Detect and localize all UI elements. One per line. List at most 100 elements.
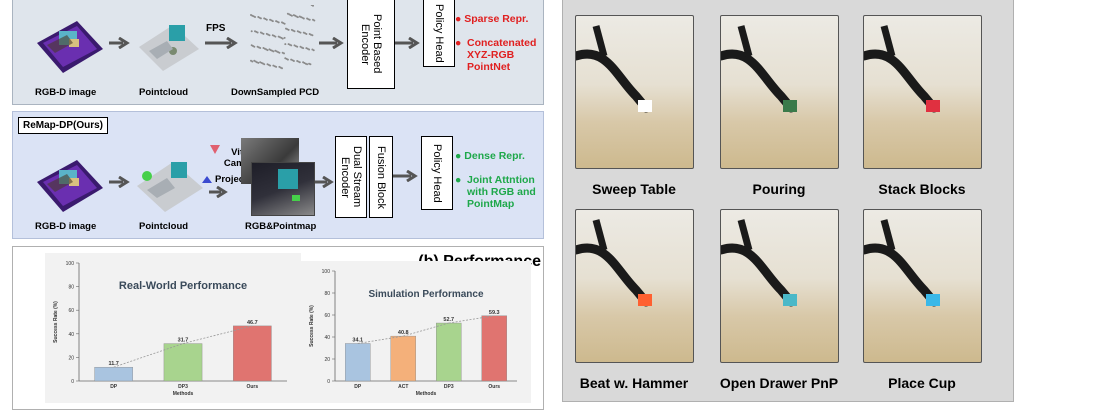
- bar: [345, 343, 371, 382]
- rgbd-image-thumbnail: [33, 9, 105, 79]
- x-axis-label: Methods: [416, 391, 437, 397]
- baseline-pipeline-panel: RGB-D image Pointcloud FPS DownSampled P…: [12, 0, 544, 105]
- trend-line: [357, 335, 404, 344]
- arrow-right-icon: [393, 170, 418, 182]
- x-tick-label: Ours: [246, 384, 258, 390]
- y-tick-label: 60: [68, 308, 74, 314]
- x-tick-label: DP: [110, 384, 118, 390]
- y-tick-label: 100: [66, 261, 75, 267]
- bar-value-label: 59.3: [489, 310, 500, 316]
- bar: [163, 343, 203, 382]
- x-tick-label: DP3: [444, 384, 454, 390]
- baseline-bullet-2: ●Concatenated XYZ-RGB PointNet: [455, 37, 537, 73]
- bar-value-label: 40.8: [398, 330, 409, 336]
- y-tick-label: 80: [68, 285, 74, 291]
- chart-title: Simulation Performance: [368, 289, 483, 300]
- y-tick-label: 80: [324, 291, 330, 297]
- dual-stream-encoder-block: Dual Stream Encoder: [335, 136, 367, 218]
- y-tick-label: 100: [322, 269, 331, 275]
- remap-pipeline-panel: ReMap-DP(Ours) RGB-D image Pointcloud Vi…: [12, 111, 544, 239]
- task-label: Pouring: [752, 181, 806, 197]
- dual-stream-encoder-label: Dual Stream Encoder: [339, 146, 363, 208]
- point-encoder-block: Point Based Encoder: [347, 0, 395, 89]
- downsampled-pcd-thumbnail: [245, 4, 321, 79]
- task-label: Sweep Table: [592, 181, 676, 197]
- y-tick-label: 20: [324, 357, 330, 363]
- robot-arm-icon: [721, 219, 797, 307]
- trend-line: [448, 315, 495, 324]
- y-tick-label: 0: [327, 379, 330, 385]
- arrow-right-icon: [319, 37, 344, 49]
- project-icon: [202, 176, 212, 183]
- camera-icon: [210, 145, 220, 154]
- y-tick-label: 60: [324, 313, 330, 319]
- fusion-block-label: Fusion Block: [375, 145, 387, 209]
- bar: [390, 335, 416, 382]
- bar-value-label: 46.7: [247, 320, 258, 326]
- ours-bullet-2: ●Joint Attntion with RGB and PointMap: [455, 174, 536, 210]
- arrow-right-icon: [315, 176, 334, 188]
- fps-label: FPS: [206, 23, 226, 34]
- x-tick-label: Ours: [488, 384, 500, 390]
- robot-arm-icon: [576, 25, 652, 113]
- rgb-pointmap-stack: [241, 138, 317, 220]
- x-axis-label: Methods: [173, 391, 194, 397]
- pointcloud-thumbnail: [131, 146, 211, 218]
- bar-value-label: 11.7: [108, 361, 118, 367]
- y-tick-label: 40: [68, 332, 74, 338]
- remap-title-box: ReMap-DP(Ours): [18, 117, 109, 134]
- y-axis-label: Success Rate (%): [53, 301, 59, 343]
- y-axis-label: Success Rate (%): [309, 305, 315, 347]
- task-photo: [863, 15, 982, 169]
- y-tick-label: 20: [68, 355, 74, 361]
- chart-title: Real-World Performance: [119, 280, 247, 292]
- remap-title: ReMap-DP(Ours): [23, 120, 104, 131]
- ours-caption-pointcloud: Pointcloud: [139, 221, 189, 232]
- baseline-caption-rgbd: RGB-D image: [35, 87, 97, 98]
- ours-policy-label: Policy Head: [431, 143, 443, 203]
- baseline-bullet-1: ● Sparse Repr.: [455, 13, 529, 25]
- baseline-caption-pointcloud: Pointcloud: [139, 87, 189, 98]
- x-tick-label: ACT: [398, 384, 408, 390]
- task-photo: [720, 209, 839, 363]
- task-label: Place Cup: [888, 375, 956, 391]
- robot-arm-icon: [721, 25, 797, 113]
- baseline-policy-head: Policy Head: [423, 0, 455, 67]
- bar: [94, 366, 133, 382]
- task-photo: [863, 209, 982, 363]
- y-tick-label: 0: [71, 379, 74, 385]
- bar: [233, 325, 272, 382]
- arrow-right-icon: [109, 37, 130, 49]
- arrow-right-icon: [109, 176, 130, 188]
- ours-policy-head: Policy Head: [421, 136, 453, 210]
- trend-line: [403, 322, 449, 337]
- arrow-right-icon: [205, 37, 238, 49]
- baseline-caption-downsampled: DownSampled PCD: [231, 87, 320, 98]
- task-label: Stack Blocks: [878, 181, 966, 197]
- pointcloud-thumbnail: [133, 11, 205, 79]
- ours-caption-rgb-pointmap: RGB&Pointmap: [245, 221, 317, 232]
- task-label: Open Drawer PnP: [719, 375, 839, 391]
- robot-arm-icon: [576, 219, 652, 307]
- project-label: Project: [215, 174, 248, 185]
- bar: [436, 322, 462, 382]
- robot-arm-icon: [864, 25, 940, 113]
- bar: [481, 315, 507, 382]
- x-tick-label: DP: [354, 384, 362, 390]
- trend-line: [182, 325, 253, 344]
- baseline-policy-label: Policy Head: [433, 3, 445, 63]
- point-encoder-label: Point Based Encoder: [359, 14, 383, 74]
- robot-arm-icon: [864, 219, 940, 307]
- bar-value-label: 31.7: [178, 338, 189, 344]
- fusion-block: Fusion Block: [369, 136, 393, 218]
- bar-value-label: 34.1: [352, 337, 363, 343]
- task-photo: [575, 15, 694, 169]
- task-photo: [720, 15, 839, 169]
- arrow-right-icon: [395, 37, 420, 49]
- bar-value-label: 52.7: [443, 317, 454, 323]
- task-photo: [575, 209, 694, 363]
- arrow-right-icon: [209, 186, 228, 198]
